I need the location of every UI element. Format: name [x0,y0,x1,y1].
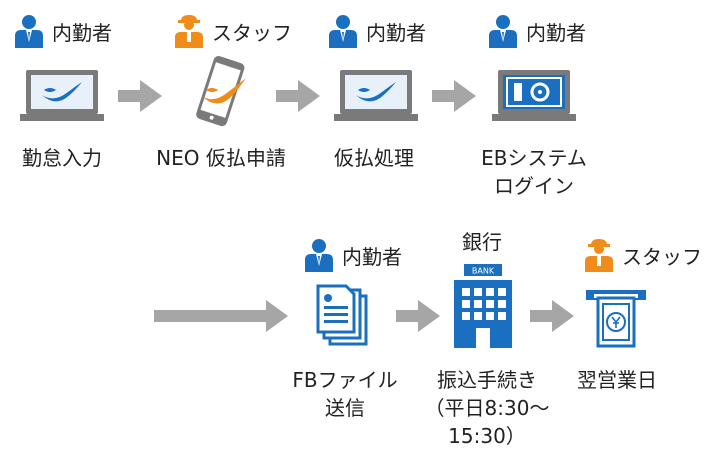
step-label-line: 振込手続き [437,368,537,392]
laptop-logo-icon [334,70,418,121]
step-label-line: EBシステム [481,146,587,170]
step-label-multiline: EBシステム ログイン [464,144,604,200]
role-label: スタッフ [622,244,702,269]
arrow-right-icon [396,300,440,332]
role-label: 内勤者 [342,244,402,269]
smartphone-logo-icon [196,56,246,127]
role-internal-3: 内勤者 [486,14,586,48]
arrow-right-icon [530,300,574,332]
person-internal-icon [489,15,517,48]
step-label-line: ログイン [494,174,574,198]
laptop-safe-icon [492,70,576,121]
step-label-line: 15:30） [448,424,526,448]
person-internal-icon [305,239,333,272]
step-label-line: FBファイル [292,368,398,392]
step-label: 翌営業日 [577,368,657,392]
person-staff-icon [585,239,613,272]
role-label: 内勤者 [366,20,426,45]
step-label-line: （平日8:30～ [424,396,550,420]
role-staff-2: スタッフ [582,238,702,272]
arrow-right-icon [118,80,162,112]
step-label-multiline: 振込手続き （平日8:30～ 15:30） [420,366,554,450]
person-staff-icon [175,15,203,48]
person-internal-icon [329,15,357,48]
role-internal-2: 内勤者 [326,14,426,48]
role-internal-1: 内勤者 [12,14,112,48]
arrow-right-icon [276,80,320,112]
role-label: スタッフ [212,20,292,45]
long-arrow-right-icon [154,300,288,332]
documents-icon [316,284,368,346]
laptop-logo-icon [20,70,104,121]
role-label: 内勤者 [52,20,112,45]
step-label: 仮払処理 [334,146,414,170]
step-label-line: 送信 [325,396,365,420]
bank-sign-text: BANK [472,267,495,276]
person-internal-icon [15,15,43,48]
step-label: NEO 仮払申請 [156,146,286,170]
atm-cash-icon [586,290,646,348]
role-internal-4: 内勤者 [302,238,402,272]
bank-label: 銀行 [462,230,502,254]
arrow-right-icon [432,80,476,112]
bank-building-icon: BANK [454,264,512,348]
step-label-multiline: FBファイル 送信 [280,366,410,422]
step-label: 勤怠入力 [22,146,102,170]
role-label: 内勤者 [526,20,586,45]
role-staff-1: スタッフ [172,14,292,48]
